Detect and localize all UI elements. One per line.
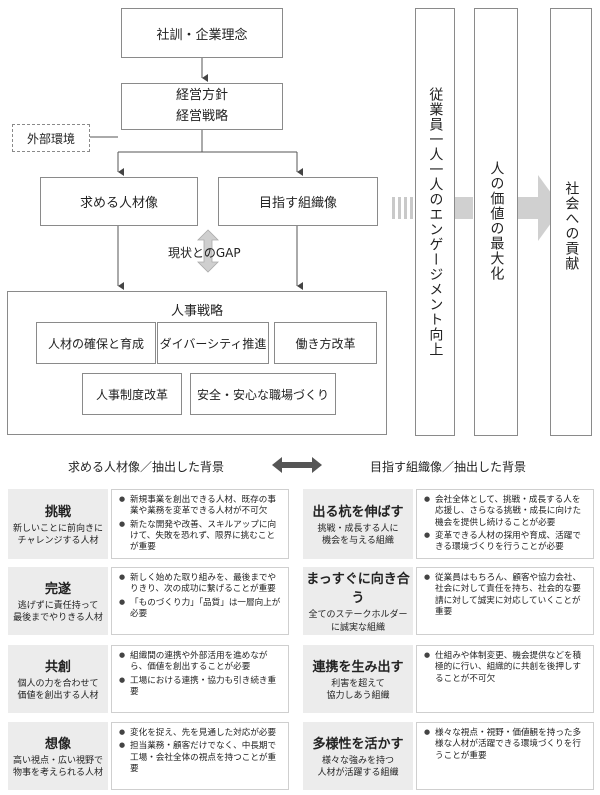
talent-card-3-label: 共創 個人の力を合わせて 価値を創出する人材 xyxy=(8,645,108,713)
detail-bullet: 新しく始めた取り組みを、最後までやりきり、次の成功に繋げることが重要 xyxy=(119,573,282,596)
environment-label: 外部環境 xyxy=(26,131,75,146)
talent-card-1-detail: 新規事業を創出できる人材、既存の事業や業務を変革できる人材が不可欠 新たな開発や… xyxy=(111,489,289,559)
hr-strategy-title: 人事戦略 xyxy=(170,304,223,319)
detail-bullet: 工場における連携・協力も引き続き重要 xyxy=(119,676,282,699)
flow-society-box: 社会への貢献 xyxy=(550,8,592,436)
hr-item-1-label: 人材の確保と育成 xyxy=(47,336,144,351)
talent-card-sub: チャレンジする人材 xyxy=(17,536,99,546)
talent-card-title: 想像 xyxy=(44,736,71,752)
detail-bullet: 様々な視点・視野・価値観を持った多様な人材が活躍できる環境づくりを行うことが重要 xyxy=(424,728,587,762)
flow-engagement-label: 従業員一人一人のエンゲージメント向上 xyxy=(427,87,444,357)
flow-engagement-box: 従業員一人一人のエンゲージメント向上 xyxy=(415,8,455,436)
org-card-sub: 協力しあう組織 xyxy=(326,691,390,701)
talent-card-sub: 価値を創出する人材 xyxy=(17,691,99,701)
org-card-sub: 人材が活躍する組織 xyxy=(317,768,399,778)
detail-bullet: 変化を捉え、先を見通した対応が必要 xyxy=(119,728,282,739)
hr-item-4-label: 人事制度改革 xyxy=(95,387,168,402)
org-card-sub: 挑戦・成長する人に xyxy=(317,523,399,534)
caption-talent: 求める人材像／抽出した背景 xyxy=(68,460,225,474)
org-card-sub: 全てのステークホルダー xyxy=(308,610,408,621)
org-card-3-label: 連携を生み出す 利害を超えて 協力しあう組織 xyxy=(303,645,413,713)
flow-band-2 xyxy=(518,197,538,219)
detail-bullet: 従業員はもちろん、顧客や協力会社、社会に対して責任を持ち、社会的な要請に対して誠… xyxy=(424,573,587,618)
hr-item-3-label: 働き方改革 xyxy=(295,336,356,351)
talent-card-4-detail: 変化を捉え、先を見通した対応が必要 担当業務・顧客だけでなく、中長期で工場・会社… xyxy=(111,722,289,790)
flow-band-1 xyxy=(453,197,473,219)
caption-double-arrow xyxy=(272,457,322,473)
org-card-3-detail: 仕組みや体制変更、機会提供などを積極的に行い、組織的に共創を後押しすることが不可… xyxy=(416,645,594,713)
hr-item-5-label: 安全・安心な職場づくり xyxy=(196,387,329,402)
hr-item-2: ダイバーシティ推進 xyxy=(157,322,269,364)
hr-item-1: 人材の確保と育成 xyxy=(36,322,156,364)
talent-card-title: 完遂 xyxy=(44,581,71,597)
talent-card-title: 挑戦 xyxy=(44,504,71,520)
detail-bullet: 仕組みや体制変更、機会提供などを積極的に行い、組織的に共創を後押しすることが不可… xyxy=(424,651,587,685)
hr-item-5: 安全・安心な職場づくり xyxy=(190,373,336,415)
detail-bullet: 「ものづくり力」「品質」は一層向上が必要 xyxy=(119,598,282,621)
org-card-2-detail: 従業員はもちろん、顧客や協力会社、社会に対して責任を持ち、社会的な要請に対して誠… xyxy=(416,567,594,635)
hr-item-4: 人事制度改革 xyxy=(82,373,182,415)
flow-stripes xyxy=(392,197,413,219)
environment-box: 外部環境 xyxy=(12,124,90,152)
org-card-sub: に誠実な組織 xyxy=(330,622,385,633)
flow-society-label: 社会への貢献 xyxy=(563,181,580,271)
detail-bullet: 担当業務・顧客だけでなく、中長期で工場・会社全体の視点を持つことが重要 xyxy=(119,741,282,775)
talent-card-2-detail: 新しく始めた取り組みを、最後までやりきり、次の成功に繋げることが重要 「ものづく… xyxy=(111,567,289,635)
motto-box: 社訓・企業理念 xyxy=(121,8,283,58)
talent-card-3-detail: 組織間の連携や外部活用を進めながら、価値を創出することが必要 工場における連携・… xyxy=(111,645,289,713)
org-box: 目指す組織像 xyxy=(218,177,378,226)
caption-org: 目指す組織像／抽出した背景 xyxy=(370,460,527,474)
org-card-title: 多様性を活かす xyxy=(312,736,404,752)
org-card-1-detail: 会社全体として、挑戦・成長する人を応援し、さらなる挑戦・成長に向けた機会を提供し… xyxy=(416,489,594,559)
talent-card-sub: 最後までやりきる人材 xyxy=(13,613,103,623)
org-card-sub: 様々な強みを持つ xyxy=(321,755,394,766)
flow-value-box: 人の価値の最大化 xyxy=(474,8,518,436)
talent-card-1-label: 挑戦 新しいことに前向きに チャレンジする人材 xyxy=(8,489,108,559)
detail-bullet: 会社全体として、挑戦・成長する人を応援し、さらなる挑戦・成長に向けた機会を提供し… xyxy=(424,495,587,529)
talent-card-sub: 逃げずに責任持って xyxy=(17,600,99,611)
detail-bullet: 新規事業を創出できる人材、既存の事業や業務を変革できる人材が不可欠 xyxy=(119,495,282,518)
motto-label: 社訓・企業理念 xyxy=(156,27,248,43)
policy-label-2: 経営戦略 xyxy=(175,108,228,124)
org-card-4-label: 多様性を活かす 様々な強みを持つ 人材が活躍する組織 xyxy=(303,722,413,790)
talent-box: 求める人材像 xyxy=(40,177,198,226)
gap-label: 現状とのGAP xyxy=(168,246,241,260)
org-card-title: まっすぐに向き合う xyxy=(306,572,410,607)
talent-card-sub: 高い視点・広い視野で xyxy=(12,755,103,766)
org-card-sub: 機会を与える組織 xyxy=(322,536,394,546)
talent-card-sub: 物事を考えられる人材 xyxy=(12,768,103,778)
flow-value-label: 人の価値の最大化 xyxy=(488,161,505,281)
talent-card-sub: 新しいことに前向きに xyxy=(12,523,103,534)
gap-double-arrow xyxy=(197,229,219,273)
org-card-2-label: まっすぐに向き合う 全てのステークホルダー に誠実な組織 xyxy=(303,567,413,635)
org-card-4-detail: 様々な視点・視野・価値観を持った多様な人材が活躍できる環境づくりを行うことが重要 xyxy=(416,722,594,790)
talent-card-4-label: 想像 高い視点・広い視野で 物事を考えられる人材 xyxy=(8,722,108,790)
talent-label: 求める人材像 xyxy=(79,196,158,211)
org-card-title: 連携を生み出す xyxy=(312,659,404,675)
talent-card-2-label: 完遂 逃げずに責任持って 最後までやりきる人材 xyxy=(8,567,108,635)
org-card-1-label: 出る杭を伸ばす 挑戦・成長する人に 機会を与える組織 xyxy=(303,489,413,559)
hr-item-2-label: ダイバーシティ推進 xyxy=(159,336,267,351)
talent-card-sub: 個人の力を合わせて xyxy=(17,678,99,689)
detail-bullet: 組織間の連携や外部活用を進めながら、価値を創出することが必要 xyxy=(119,651,282,674)
hr-item-3: 働き方改革 xyxy=(274,322,377,364)
org-card-title: 出る杭を伸ばす xyxy=(312,504,404,520)
org-card-sub: 利害を超えて xyxy=(331,678,385,689)
detail-bullet: 新たな開発や改善、スキルアップに向けて、失敗を恐れず、限界に挑むことが重要 xyxy=(119,520,282,554)
detail-bullet: 変革できる人材の採用や育成、活躍できる環境づくりを行うことが必要 xyxy=(424,531,587,554)
org-label: 目指す組織像 xyxy=(258,196,337,211)
talent-card-title: 共創 xyxy=(44,659,71,675)
policy-label-1: 経営方針 xyxy=(175,87,228,103)
policy-box: 経営方針 経営戦略 xyxy=(121,83,283,130)
